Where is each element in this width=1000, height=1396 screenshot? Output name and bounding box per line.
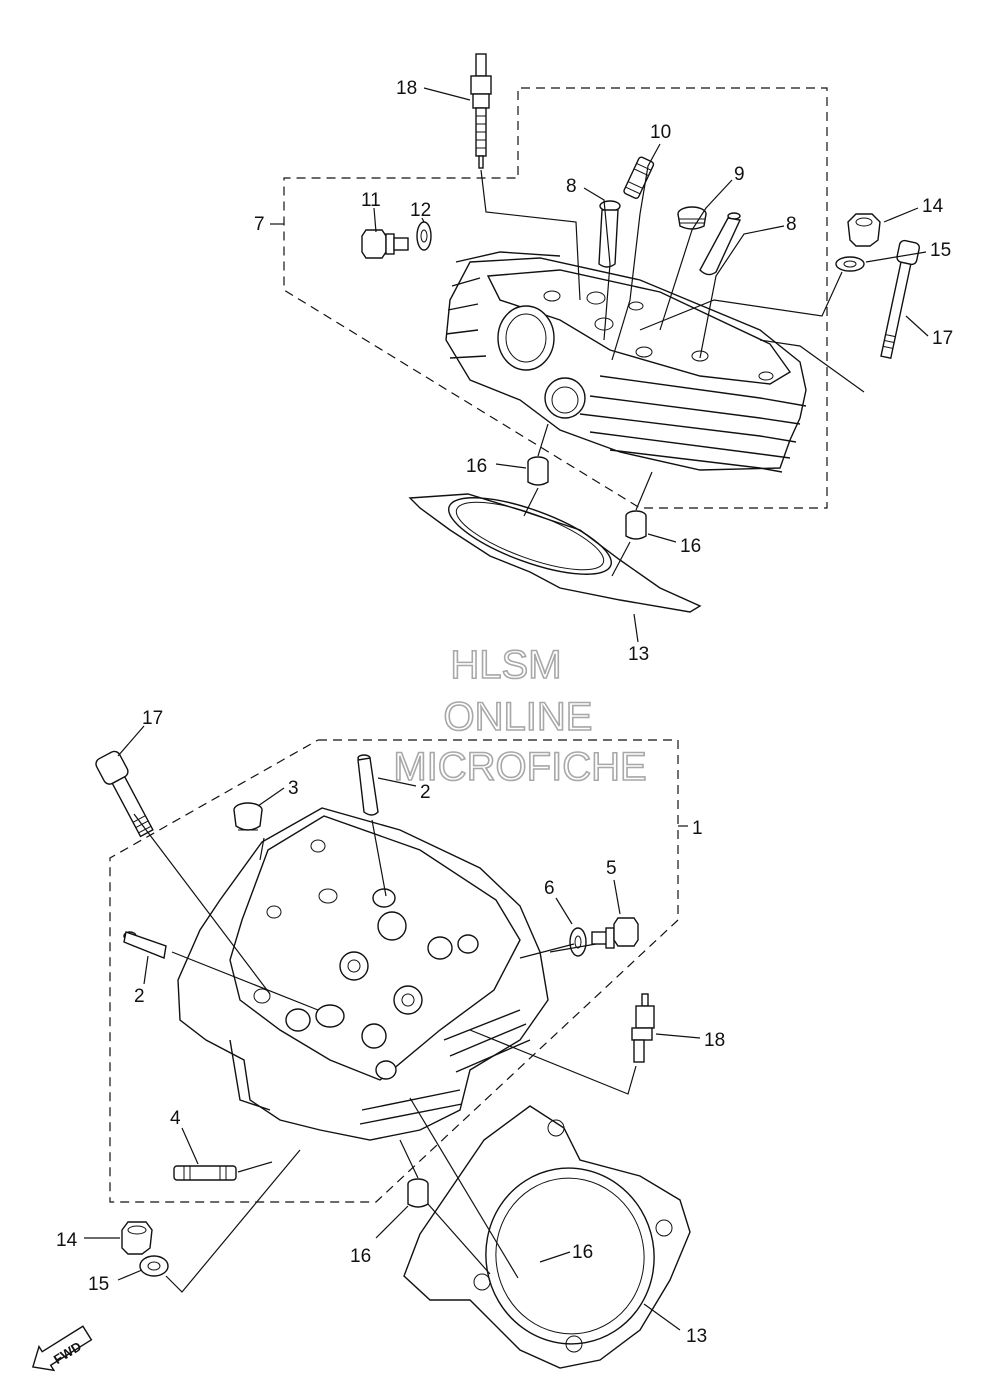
callout-l16a: 16 <box>350 1246 371 1267</box>
callout-l6: 6 <box>544 878 555 899</box>
callout-u16a: 16 <box>466 456 487 477</box>
valve-guide-upper-left <box>598 200 621 268</box>
leader-l16b <box>539 1251 571 1263</box>
bolt-17-upper <box>880 239 920 360</box>
leader-l4 <box>181 1127 199 1165</box>
callout-l13: 13 <box>686 1326 707 1347</box>
nut-14-upper <box>847 213 881 247</box>
leader-l5 <box>613 879 621 915</box>
callout-l5: 5 <box>606 858 617 879</box>
callout-l14: 14 <box>56 1230 78 1251</box>
callout-u11: 11 <box>361 190 381 211</box>
leader-u9 <box>659 179 733 331</box>
leader-u13 <box>633 613 639 643</box>
leader-l13 <box>643 1303 681 1331</box>
leader-l17 <box>117 725 145 757</box>
nut-14-lower <box>121 1221 153 1255</box>
leader-l6 <box>555 897 573 925</box>
spark-plug-lower <box>631 993 655 1063</box>
callout-l3: 3 <box>288 778 299 799</box>
dowel-pin-lower-1 <box>407 1178 429 1208</box>
stud-bolt-4 <box>173 1165 237 1181</box>
lower-cylinder-head-assembly: FWD 17 3 2 1 6 5 2 18 <box>31 708 725 1372</box>
washer-6 <box>569 927 587 957</box>
callout-l1: 1 <box>692 818 703 839</box>
dowel-pin-upper-2 <box>625 510 647 540</box>
leader-l3 <box>257 787 285 807</box>
callout-u18: 18 <box>396 78 417 99</box>
valve-guide-lower-top <box>357 754 379 816</box>
upper-group-outline <box>283 87 828 509</box>
leader-u17 <box>905 315 929 337</box>
callout-u16b: 16 <box>680 536 701 557</box>
callout-l2a: 2 <box>420 782 431 803</box>
callout-u15: 15 <box>930 240 951 261</box>
leader-l2b <box>143 955 149 985</box>
leader-l16a <box>375 1205 409 1239</box>
leader-l2a <box>377 777 417 787</box>
washer-15-lower <box>139 1255 169 1277</box>
callout-u17: 17 <box>932 328 953 349</box>
callout-l4: 4 <box>170 1108 181 1129</box>
watermark-line-1: HLSM <box>450 643 561 687</box>
cylinder-head-lower <box>177 807 549 1141</box>
valve-guide-lower-left <box>123 931 167 959</box>
callout-u10: 10 <box>650 122 671 143</box>
callout-l16b: 16 <box>572 1242 593 1263</box>
bolt-11 <box>361 229 409 259</box>
leader-u18 <box>423 87 471 101</box>
watermark-line-2: ONLINE <box>444 695 593 739</box>
leader-u11 <box>373 207 377 233</box>
leader-l18 <box>655 1033 701 1039</box>
upper-cylinder-head-assembly: 18 10 8 9 8 11 12 7 14 15 17 16 16 13 <box>254 53 953 665</box>
valve-guide-upper-right <box>699 212 742 276</box>
leader-u12 <box>421 217 425 223</box>
callout-u8b: 8 <box>786 214 797 235</box>
watermark: HLSM ONLINE MICROFICHE <box>393 642 648 790</box>
plug-9 <box>677 206 707 230</box>
callout-l2b: 2 <box>134 986 145 1007</box>
leader-u16a <box>495 463 527 469</box>
leader-u14 <box>883 207 919 223</box>
dowel-pin-upper-1 <box>527 456 549 486</box>
plug-3 <box>233 802 263 831</box>
cylinder-head-gasket-upper <box>408 493 702 613</box>
leader-u8a <box>583 187 611 341</box>
cylinder-head-upper <box>445 251 807 473</box>
lower-group-outline <box>109 739 679 1203</box>
leader-u10 <box>611 143 661 361</box>
leader-u16b <box>647 533 677 543</box>
cylinder-head-gasket-lower <box>403 1105 691 1369</box>
callout-u8a: 8 <box>566 176 577 197</box>
callout-u12: 12 <box>410 200 431 221</box>
watermark-line-3: MICROFICHE <box>393 745 646 789</box>
washer-15-upper <box>835 256 865 272</box>
bolt-17-lower <box>95 750 154 838</box>
callout-u14: 14 <box>922 196 944 217</box>
callout-l15: 15 <box>88 1274 109 1295</box>
callout-u13: 13 <box>628 644 649 665</box>
callout-u7: 7 <box>254 214 265 235</box>
callout-l17: 17 <box>142 708 163 729</box>
bolt-5 <box>591 917 639 949</box>
callout-u9: 9 <box>734 164 745 185</box>
callout-l18: 18 <box>704 1030 725 1051</box>
leader-l15 <box>117 1269 143 1281</box>
fwd-arrow-icon <box>31 1325 93 1372</box>
leader-u8b <box>699 225 785 359</box>
spark-plug-upper <box>470 53 492 169</box>
washer-12 <box>416 221 432 251</box>
leader-u15 <box>865 251 927 263</box>
